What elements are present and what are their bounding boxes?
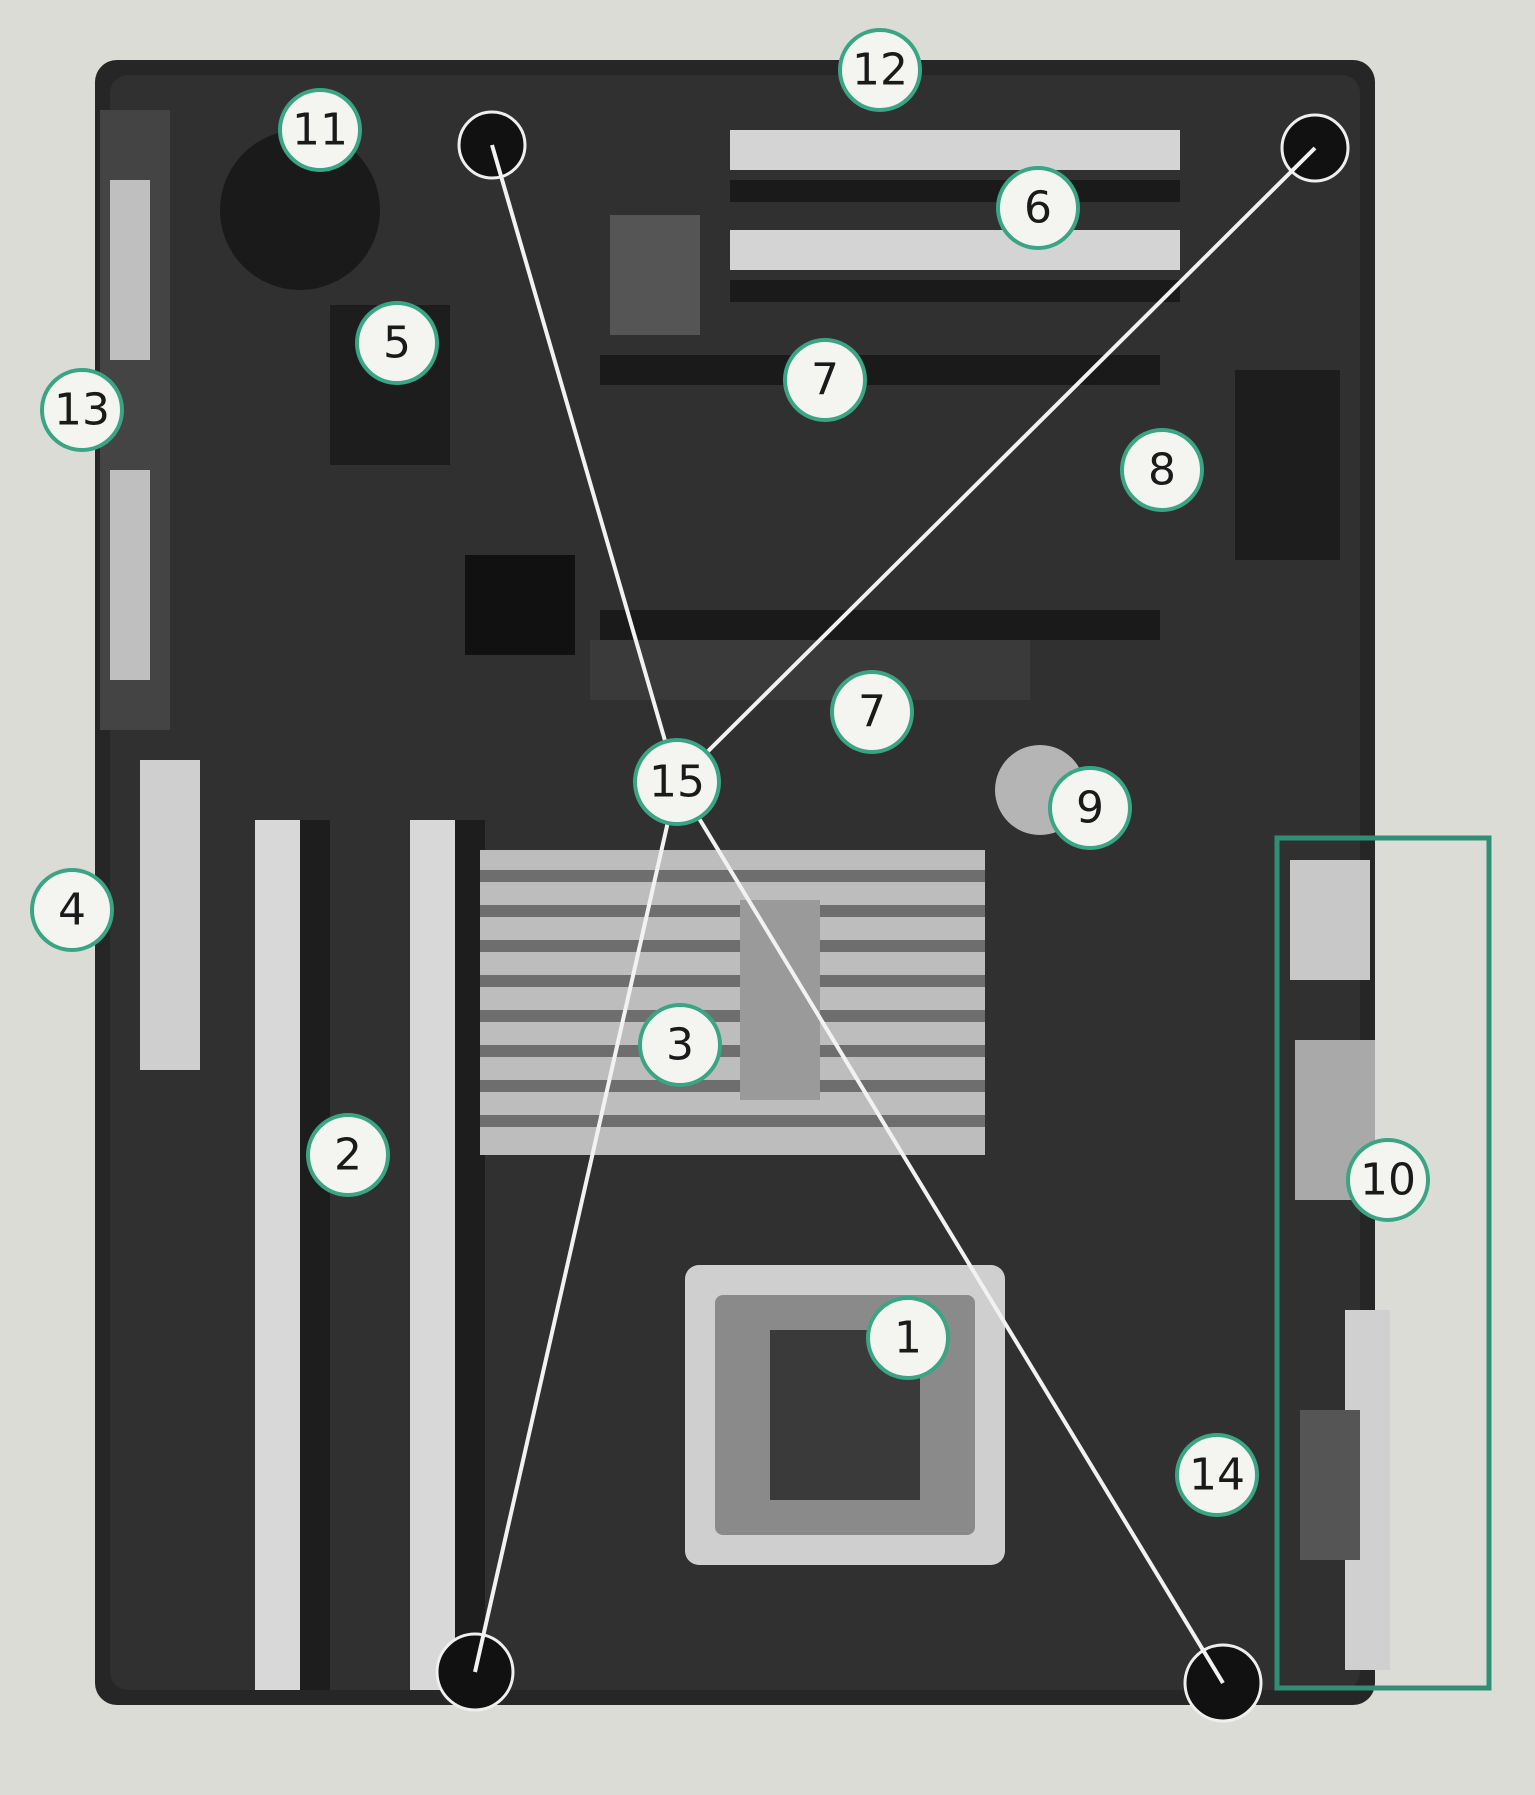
leader-line [675,146,1317,784]
leader-line [473,781,679,1673]
callout-11-text: 11 [292,105,348,156]
leader-line [490,144,679,783]
memory-slots [255,820,485,1690]
callout-2-text: 2 [334,1130,362,1181]
callout-6: 6 [996,166,1080,250]
callout-9: 9 [1048,766,1132,850]
callout-1: 1 [866,1296,950,1380]
callout-7-lower: 7 [830,670,914,754]
heatsink [480,850,985,1155]
callout-8: 8 [1120,428,1204,512]
callout-7-lower-text: 7 [858,687,886,738]
rear-io-panel [1290,860,1390,1670]
callout-11: 11 [278,88,362,172]
callout-4-text: 4 [58,885,86,936]
callout-7-upper: 7 [783,338,867,422]
callout-5-text: 5 [383,318,411,369]
cpu-socket [685,1265,1005,1565]
callout-12-text: 12 [852,45,908,96]
callout-5: 5 [355,301,439,385]
board-components [220,130,1340,835]
leader-line [675,780,1225,1685]
callout-3-text: 3 [666,1020,694,1071]
callout-14-text: 14 [1189,1450,1245,1501]
callout-4: 4 [30,868,114,952]
callout-13: 13 [40,368,124,452]
callout-7-upper-text: 7 [811,355,839,406]
callout-15: 15 [633,738,721,826]
callout-10-text: 10 [1360,1155,1416,1206]
leader-lines [473,144,1317,1685]
callout-labels: 1 2 3 4 5 6 7 7 [30,28,1430,1517]
callout-1-text: 1 [894,1313,922,1364]
left-edge-connectors [100,110,200,1070]
callout-15-text: 15 [649,757,705,808]
callout-14: 14 [1175,1433,1259,1517]
callout-9-text: 9 [1076,783,1104,834]
callout-10: 10 [1346,1138,1430,1222]
callout-13-text: 13 [54,385,110,436]
callout-6-text: 6 [1024,183,1052,234]
callout-2: 2 [306,1113,390,1197]
callout-3: 3 [638,1003,722,1087]
io-panel-frame [1274,835,1492,1691]
callout-8-text: 8 [1148,445,1176,496]
callout-12: 12 [838,28,922,112]
